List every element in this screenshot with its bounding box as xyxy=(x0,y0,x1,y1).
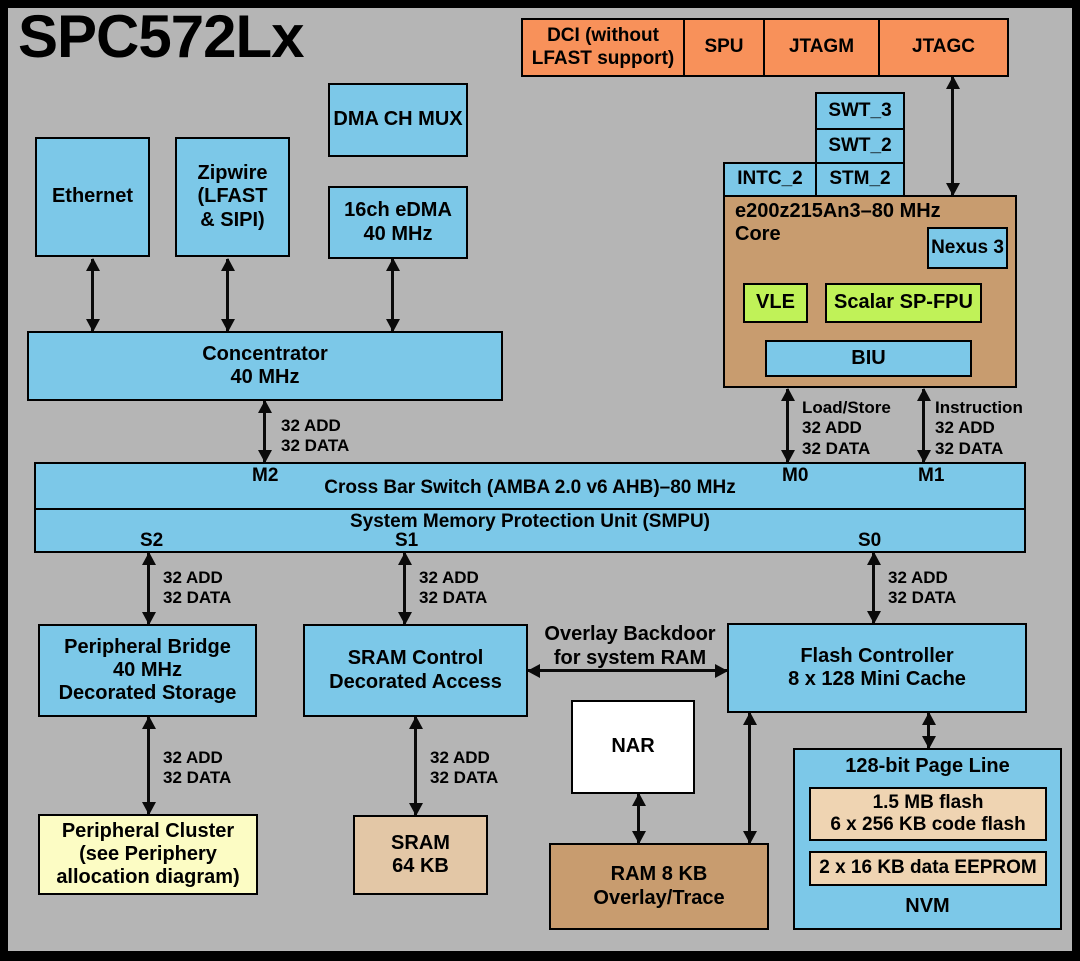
arrow-sramctl-sram xyxy=(414,717,417,815)
crossbar-title: Cross Bar Switch (AMBA 2.0 v6 AHB)–80 MH… xyxy=(324,477,736,498)
arrow-nar-ram xyxy=(637,794,640,843)
bus-label-s1: 32 ADD 32 DATA xyxy=(419,568,488,608)
bus-label-loadstore: Load/Store 32 ADD 32 DATA xyxy=(802,398,891,458)
overlay-backdoor-label: Overlay Backdoor for system RAM xyxy=(544,623,716,669)
arrow-bridge-cluster xyxy=(147,717,150,814)
port-m0: M0 xyxy=(782,465,809,486)
diagram-title: SPC572Lx xyxy=(18,3,304,70)
block-crossbar xyxy=(34,462,1026,553)
block-code-flash: 1.5 MB flash 6 x 256 KB code flash xyxy=(809,787,1047,841)
block-swt2: SWT_2 xyxy=(815,128,905,164)
arrow-smpu-flash-controller xyxy=(872,553,875,623)
bus-label-instruction: Instruction 32 ADD 32 DATA xyxy=(935,398,1023,458)
arrow-overlay-backdoor xyxy=(528,669,727,672)
smpu-title: System Memory Protection Unit (SMPU) xyxy=(350,511,710,532)
block-sp-fpu: Scalar SP-FPU xyxy=(825,283,982,323)
block-ram-overlay: RAM 8 KB Overlay/Trace xyxy=(549,843,769,930)
arrow-smpu-peripheral-bridge xyxy=(147,553,150,624)
block-nexus3: Nexus 3 xyxy=(927,227,1008,269)
page-line-title: 128-bit Page Line xyxy=(845,755,1010,777)
bus-label-s0: 32 ADD 32 DATA xyxy=(888,568,957,608)
arrow-core-crossbar-loadstore xyxy=(786,389,789,462)
block-nar: NAR xyxy=(571,700,695,794)
block-spu: SPU xyxy=(683,18,765,77)
block-dci: DCI (without LFAST support) xyxy=(521,18,685,77)
port-s2: S2 xyxy=(140,530,164,551)
bus-label-m2: 32 ADD 32 DATA xyxy=(281,416,350,456)
block-data-eeprom: 2 x 16 KB data EEPROM xyxy=(809,851,1047,886)
block-dma-ch-mux: DMA CH MUX xyxy=(328,83,468,157)
block-concentrator: Concentrator 40 MHz xyxy=(27,331,503,401)
bus-label-s2: 32 ADD 32 DATA xyxy=(163,568,232,608)
block-jtagc: JTAGC xyxy=(878,18,1009,77)
block-jtagm: JTAGM xyxy=(763,18,880,77)
block-biu: BIU xyxy=(765,340,972,377)
crossbar-divider xyxy=(36,508,1024,510)
block-swt3: SWT_3 xyxy=(815,92,905,130)
arrow-ethernet-concentrator xyxy=(91,259,94,331)
arrow-jtagc-core xyxy=(951,77,954,195)
bus-label-sram: 32 ADD 32 DATA xyxy=(430,748,499,788)
arrow-concentrator-crossbar xyxy=(263,401,266,462)
arrow-zipwire-concentrator xyxy=(226,259,229,331)
arrow-flash-pageline xyxy=(927,713,930,748)
block-intc2: INTC_2 xyxy=(723,162,817,197)
block-vle: VLE xyxy=(743,283,808,323)
block-sram: SRAM 64 KB xyxy=(353,815,488,895)
core-title: e200z215An3–80 MHz Core xyxy=(735,200,941,245)
block-stm2: STM_2 xyxy=(815,162,905,197)
port-s1: S1 xyxy=(395,530,419,551)
port-m2: M2 xyxy=(252,465,279,486)
arrow-edma-concentrator xyxy=(391,259,394,331)
block-zipwire: Zipwire (LFAST & SIPI) xyxy=(175,137,290,257)
block-ethernet: Ethernet xyxy=(35,137,150,257)
port-m1: M1 xyxy=(918,465,945,486)
nvm-label: NVM xyxy=(905,895,950,917)
block-sram-control: SRAM Control Decorated Access xyxy=(303,624,528,717)
arrow-flash-ram xyxy=(748,713,751,843)
block-edma: 16ch eDMA 40 MHz xyxy=(328,186,468,259)
block-peripheral-bridge: Peripheral Bridge 40 MHz Decorated Stora… xyxy=(38,624,257,717)
port-s0: S0 xyxy=(858,530,882,551)
arrow-core-crossbar-instruction xyxy=(922,389,925,462)
block-flash-controller: Flash Controller 8 x 128 Mini Cache xyxy=(727,623,1027,713)
arrow-smpu-sram-control xyxy=(403,553,406,624)
block-peripheral-cluster: Peripheral Cluster (see Periphery alloca… xyxy=(38,814,258,895)
bus-label-bridge: 32 ADD 32 DATA xyxy=(163,748,232,788)
